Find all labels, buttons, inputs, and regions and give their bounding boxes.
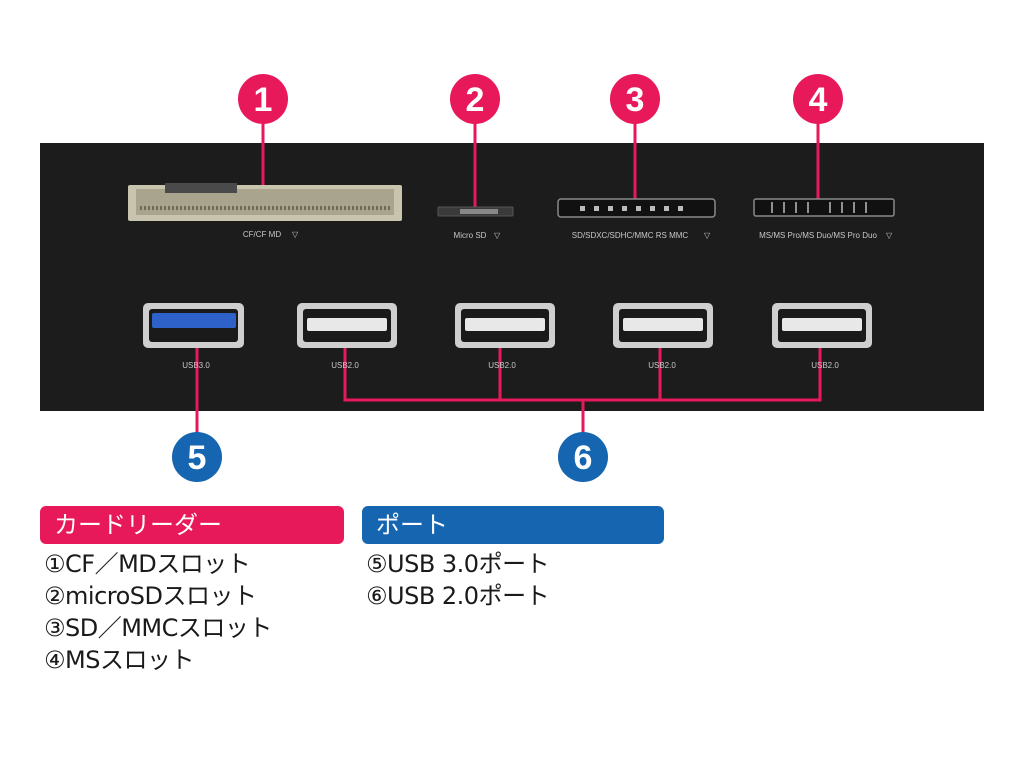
- legend-item-ms: ④MSスロット: [44, 646, 194, 674]
- card-reader-legend-list: ①CF／MDスロット ②microSDスロット ③SD／MMCスロット ④MSス…: [40, 548, 344, 676]
- legend-item-sd-mmc: ③SD／MMCスロット: [44, 614, 272, 642]
- microsd-slot-arrow: ▽: [494, 231, 501, 240]
- callout-6: 6: [558, 432, 608, 482]
- usb2-port-4-label: USB2.0: [811, 361, 839, 370]
- front-panel-diagram: CF/CF MD ▽ Micro SD ▽ SD/SDXC/SDHC/MMC R…: [40, 74, 984, 482]
- cf-md-slot-label: CF/CF MD: [243, 230, 281, 239]
- usb3-port-label: USB3.0: [182, 361, 210, 370]
- ms-slot-label: MS/MS Pro/MS Duo/MS Pro Duo: [759, 231, 877, 240]
- card-reader-legend-title: カードリーダー: [40, 506, 344, 544]
- callout-2-number: 2: [466, 81, 485, 119]
- usb2-port-2-label: USB2.0: [488, 361, 516, 370]
- legend-item-usb3: ⑤USB 3.0ポート: [366, 550, 550, 578]
- callout-1: 1: [238, 74, 288, 124]
- cf-md-slot-arrow: ▽: [292, 230, 299, 239]
- usb2-port-3: [613, 303, 713, 348]
- ports-legend: ポート ⑤USB 3.0ポート ⑥USB 2.0ポート: [362, 506, 664, 612]
- sd-mmc-slot-label: SD/SDXC/SDHC/MMC RS MMC: [572, 231, 689, 240]
- usb2-port-2: [455, 303, 555, 348]
- ports-legend-list: ⑤USB 3.0ポート ⑥USB 2.0ポート: [362, 548, 664, 612]
- callout-2: 2: [450, 74, 500, 124]
- cf-md-slot: [128, 183, 402, 221]
- sd-mmc-slot: [557, 198, 716, 218]
- callout-1-number: 1: [254, 81, 273, 119]
- usb2-port-1-label: USB2.0: [331, 361, 359, 370]
- card-reader-legend: カードリーダー ①CF／MDスロット ②microSDスロット ③SD／MMCス…: [40, 506, 344, 676]
- microsd-slot-label: Micro SD: [454, 231, 487, 240]
- callout-3-number: 3: [626, 81, 645, 119]
- ms-slot: [753, 198, 895, 217]
- usb3-port: [143, 303, 244, 348]
- callout-6-number: 6: [574, 439, 593, 477]
- legend-item-microsd: ②microSDスロット: [44, 582, 257, 610]
- sd-mmc-slot-arrow: ▽: [704, 231, 711, 240]
- usb2-port-4: [772, 303, 872, 348]
- microsd-slot: [437, 206, 514, 217]
- legend-item-cf-md: ①CF／MDスロット: [44, 550, 251, 578]
- callout-3: 3: [610, 74, 660, 124]
- ms-slot-arrow: ▽: [886, 231, 893, 240]
- callout-5-number: 5: [188, 439, 207, 477]
- callout-5: 5: [172, 432, 222, 482]
- callout-4: 4: [793, 74, 843, 124]
- ports-legend-title: ポート: [362, 506, 664, 544]
- callout-4-number: 4: [809, 81, 828, 119]
- usb2-port-1: [297, 303, 397, 348]
- legend-item-usb2: ⑥USB 2.0ポート: [366, 582, 550, 610]
- usb2-port-3-label: USB2.0: [648, 361, 676, 370]
